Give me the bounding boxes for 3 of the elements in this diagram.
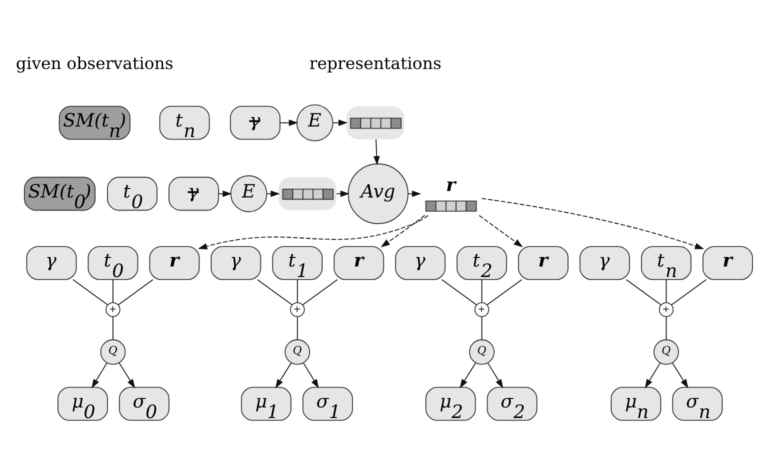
node-label: r bbox=[446, 174, 456, 196]
label: given observations bbox=[16, 54, 174, 73]
label: representations bbox=[309, 54, 442, 73]
